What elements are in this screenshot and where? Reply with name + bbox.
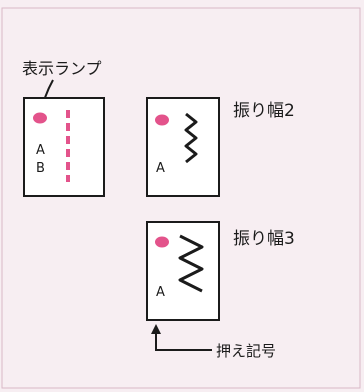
press-mark-label: 押え記号 xyxy=(216,342,276,360)
indicator-lamp-icon xyxy=(33,112,47,124)
zigzag-stitch-icon xyxy=(184,112,198,164)
panel-zigzag-3: A xyxy=(146,221,220,321)
press-mark-leader xyxy=(155,332,212,351)
panel-letter: A xyxy=(36,143,45,158)
press-mark-pointer xyxy=(151,324,212,351)
arrow-up-icon xyxy=(151,324,161,334)
panel-straight: A B xyxy=(23,97,105,197)
indicator-lamp-icon xyxy=(155,236,169,248)
panel-letter: B xyxy=(36,161,45,176)
outer-frame xyxy=(1,7,361,389)
width-3-label: 振り幅3 xyxy=(233,229,295,249)
width-2-label: 振り幅2 xyxy=(233,101,295,121)
indicator-lamp-label: 表示ランプ xyxy=(22,59,102,78)
indicator-lamp-icon xyxy=(155,114,169,126)
panel-letter: A xyxy=(156,161,165,176)
panel-zigzag-2: A xyxy=(146,97,220,197)
panel-frame xyxy=(146,97,220,197)
panel-letter: A xyxy=(156,285,165,300)
zigzag-stitch-icon xyxy=(178,234,204,293)
